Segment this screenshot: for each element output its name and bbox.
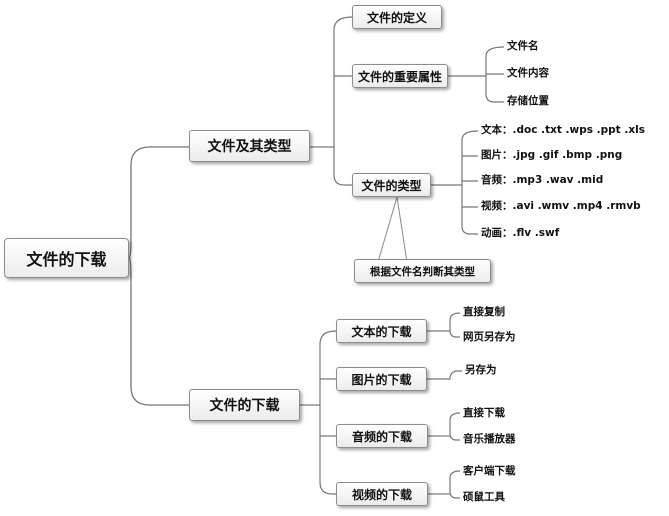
leaf-direct-download: 直接下载: [463, 407, 505, 419]
leaf-client-download: 客户端下载: [463, 465, 516, 477]
leaf-save-webpage-as: 网页另存为: [463, 331, 516, 343]
leaf-file-name: 文件名: [507, 40, 539, 52]
leaf-type-video: 视频：.avi .wmv .mp4 .rmvb: [481, 200, 641, 212]
node-audio-download: 音频的下载: [336, 424, 428, 448]
node-video-download: 视频的下载: [336, 482, 428, 506]
root-node: 文件的下载: [4, 238, 129, 278]
leaf-music-player: 音乐播放器: [463, 433, 516, 445]
leaf-type-image: 图片：.jpg .gif .bmp .png: [481, 149, 623, 161]
branch-file-types: 文件及其类型: [189, 130, 310, 162]
leaf-type-audio: 音频：.mp3 .wav .mid: [481, 174, 604, 186]
callout-note: 根据文件名判断其类型: [354, 259, 491, 283]
leaf-storage-location: 存储位置: [507, 95, 549, 107]
node-text-download: 文本的下载: [336, 319, 427, 343]
node-file-definition: 文件的定义: [352, 5, 442, 29]
leaf-save-as: 另存为: [465, 364, 497, 376]
node-image-download: 图片的下载: [336, 367, 427, 391]
leaf-type-text: 文本：.doc .txt .wps .ppt .xls: [481, 124, 645, 136]
leaf-type-animation: 动画：.flv .swf: [481, 227, 560, 239]
node-file-types: 文件的类型: [352, 173, 431, 197]
node-file-attributes: 文件的重要属性: [352, 64, 448, 88]
branch-file-download: 文件的下载: [189, 389, 300, 421]
leaf-file-content: 文件内容: [507, 67, 549, 79]
leaf-direct-copy: 直接复制: [463, 306, 505, 318]
leaf-shuoshu-tool: 硕鼠工具: [463, 491, 505, 503]
